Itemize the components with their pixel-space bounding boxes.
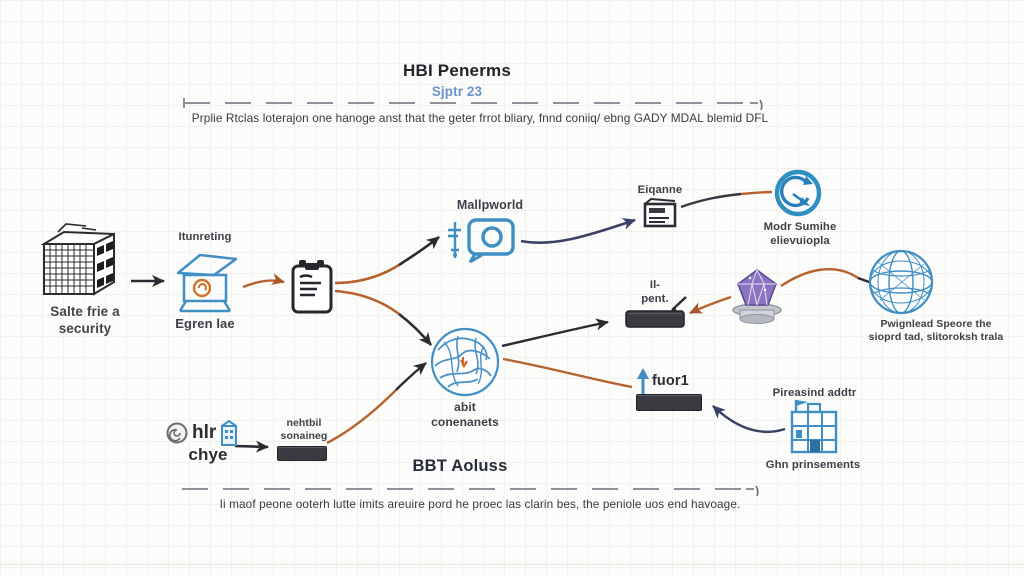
line-crystal-to-right-globe-a bbox=[780, 267, 859, 287]
model-cycle-label: Modr Sumihe elievuiopla bbox=[763, 221, 837, 248]
open-box-top-label: Itunreting bbox=[178, 231, 232, 243]
scribble-globe-icon bbox=[430, 327, 500, 397]
arrow-bar-to-globe-a bbox=[326, 389, 397, 445]
pent-label: Il- pent. bbox=[641, 279, 669, 306]
top-caption: Prplie Rtclas loterajon one hanoge anst … bbox=[191, 111, 769, 125]
bottom-title: BBT Aoluss bbox=[412, 457, 508, 475]
bottom-edge-line bbox=[0, 564, 1024, 565]
fuor-bar-icon bbox=[636, 394, 702, 411]
arrow-clipboard-to-globe-b bbox=[398, 312, 433, 346]
flow-valve-icon bbox=[448, 222, 461, 258]
factory-bottom-label: Ghn prinsements bbox=[765, 459, 861, 471]
pen-bar-icon bbox=[625, 296, 687, 328]
line-globe-to-fuor bbox=[502, 357, 633, 389]
building-grid-icon bbox=[40, 223, 115, 296]
clipboard-icon bbox=[291, 260, 333, 314]
document-icon bbox=[643, 198, 677, 228]
wireframe-globe-icon bbox=[868, 249, 934, 315]
at-badge-icon bbox=[166, 422, 188, 444]
line-doc-to-cycle-a bbox=[680, 192, 742, 209]
up-arrow-icon bbox=[637, 368, 649, 396]
source-building-label: Salte frie a security bbox=[50, 304, 120, 336]
line-doc-to-cycle-b bbox=[740, 190, 773, 196]
factory-icon bbox=[790, 400, 838, 454]
chye-text: chye bbox=[188, 445, 228, 464]
arrow-box-to-clipboard bbox=[242, 273, 285, 289]
arrow-bar-to-globe-b bbox=[395, 362, 427, 391]
bottom-bar-label: nehtbil sonaineg bbox=[280, 417, 328, 443]
arrow-hlr-to-bar bbox=[234, 440, 269, 453]
refresh-circle-icon bbox=[774, 169, 822, 217]
arrow-crystal-to-pent bbox=[689, 295, 732, 315]
crystal-hologram-icon bbox=[732, 269, 782, 324]
globe-label: abit conenanets bbox=[431, 400, 499, 429]
bottom-rule-right-hook bbox=[746, 485, 759, 497]
arrow-globe-to-pent bbox=[501, 318, 609, 348]
page-subtitle: Sjptr 23 bbox=[431, 84, 483, 99]
page-title: HBI Penerms bbox=[402, 61, 512, 80]
factory-top-label: Pireasind addtr bbox=[772, 387, 857, 399]
right-globe-label: Pwignlead Speore the sioprd tad, slitoro… bbox=[868, 318, 1004, 344]
open-box-icon bbox=[176, 253, 238, 313]
arrow-clipboard-to-globe-a bbox=[334, 289, 400, 316]
arrow-clipboard-to-mallpworld-a bbox=[334, 263, 400, 285]
open-box-bottom-label: Egren lae bbox=[175, 316, 235, 331]
hlr-text: hlr bbox=[192, 422, 217, 443]
fuor-label: fuor1 bbox=[652, 373, 689, 389]
loop-frame-icon bbox=[467, 218, 515, 264]
bottom-caption: Ii maof peone ooterh lutte imits areuire… bbox=[219, 497, 741, 511]
hlr-group: hlr bbox=[166, 420, 238, 446]
eiqanne-label: Eiqanne bbox=[637, 184, 683, 196]
arrow-clipboard-to-mallpworld-b bbox=[398, 235, 440, 267]
arrow-factory-to-fuor bbox=[712, 405, 786, 434]
arrow-mallpworld-to-doc bbox=[520, 218, 636, 245]
top-rule-right-hook bbox=[750, 99, 763, 111]
mini-building-icon bbox=[221, 420, 238, 446]
mallpworld-label: Mallpworld bbox=[456, 198, 524, 212]
bottom-bar-icon bbox=[277, 446, 327, 461]
